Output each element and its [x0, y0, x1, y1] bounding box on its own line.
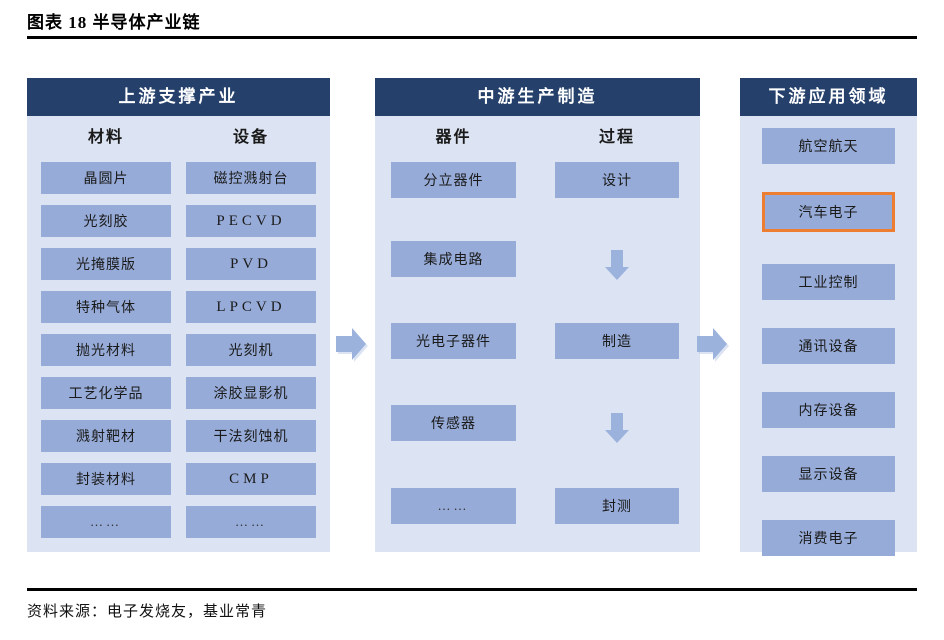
chip-application-automotive[interactable]: 汽车电子: [762, 192, 895, 232]
stage-body-midstream: 器件 分立器件 集成电路 光电子器件 传感器 …… 过程 设计 制造: [375, 116, 700, 552]
connector-midstream-to-downstream: [695, 325, 729, 363]
chip-material-2[interactable]: 光刻胶: [41, 205, 171, 237]
chip-equipment-more[interactable]: ……: [186, 506, 316, 538]
stage-header-upstream: 上游支撑产业: [27, 78, 330, 116]
chip-equipment-2[interactable]: PECVD: [186, 205, 316, 237]
chip-equipment-5[interactable]: 光刻机: [186, 334, 316, 366]
chip-device-2[interactable]: 集成电路: [391, 241, 516, 277]
arrow-down-icon: [605, 250, 629, 280]
chip-device-1[interactable]: 分立器件: [391, 162, 516, 198]
chip-equipment-6[interactable]: 涂胶显影机: [186, 377, 316, 409]
chip-equipment-3[interactable]: PVD: [186, 248, 316, 280]
chip-device-3[interactable]: 光电子器件: [391, 323, 516, 359]
chip-material-8[interactable]: 封装材料: [41, 463, 171, 495]
stage-header-downstream: 下游应用领域: [740, 78, 917, 116]
subcolumn-devices: 器件 分立器件 集成电路 光电子器件 传感器 ……: [391, 116, 516, 552]
chip-material-7[interactable]: 溅射靶材: [41, 420, 171, 452]
arrow-right-icon: [697, 328, 729, 362]
source-note: 资料来源：电子发烧友，基业常青: [27, 604, 268, 620]
chip-process-packaging[interactable]: 封测: [555, 488, 679, 524]
chip-device-more[interactable]: ……: [391, 488, 516, 524]
chip-material-4[interactable]: 特种气体: [41, 291, 171, 323]
chip-equipment-7[interactable]: 干法刻蚀机: [186, 420, 316, 452]
chip-material-1[interactable]: 晶圆片: [41, 162, 171, 194]
page-title: 图表 18 半导体产业链: [27, 13, 201, 32]
stage-body-downstream: 航空航天 汽车电子 工业控制 通讯设备 内存设备 显示设备 消费电子: [740, 116, 917, 556]
chip-application-industrial[interactable]: 工业控制: [762, 264, 895, 300]
chip-application-memory[interactable]: 内存设备: [762, 392, 895, 428]
chip-equipment-8[interactable]: CMP: [186, 463, 316, 495]
chip-process-design[interactable]: 设计: [555, 162, 679, 198]
subcolumn-materials: 材料 晶圆片 光刻胶 光掩膜版 特种气体 抛光材料 工艺化学品 溅射靶材 封装材…: [41, 116, 171, 552]
subcolumn-title-equipment: 设备: [232, 129, 269, 146]
connector-upstream-to-midstream: [334, 325, 368, 363]
chip-application-communication[interactable]: 通讯设备: [762, 328, 895, 364]
subcolumn-title-devices: 器件: [435, 129, 472, 146]
chip-application-consumer[interactable]: 消费电子: [762, 520, 895, 556]
arrow-down-icon: [605, 413, 629, 443]
chip-equipment-1[interactable]: 磁控溅射台: [186, 162, 316, 194]
chip-material-5[interactable]: 抛光材料: [41, 334, 171, 366]
title-divider: [27, 36, 917, 39]
chip-material-3[interactable]: 光掩膜版: [41, 248, 171, 280]
subcolumn-title-process: 过程: [598, 129, 635, 146]
chip-process-manufacture[interactable]: 制造: [555, 323, 679, 359]
chip-device-4[interactable]: 传感器: [391, 405, 516, 441]
flow-arrow-manufacture-to-packaging: [604, 413, 630, 445]
stage-body-upstream: 材料 晶圆片 光刻胶 光掩膜版 特种气体 抛光材料 工艺化学品 溅射靶材 封装材…: [27, 116, 330, 552]
subcolumn-applications: 航空航天 汽车电子 工业控制 通讯设备 内存设备 显示设备 消费电子: [762, 116, 895, 556]
subcolumn-process: 过程 设计 制造 封测: [555, 116, 679, 552]
industry-chain-diagram: 上游支撑产业 材料 晶圆片 光刻胶 光掩膜版 特种气体 抛光材料 工艺化学品 溅…: [27, 78, 917, 556]
subcolumn-title-materials: 材料: [87, 129, 124, 146]
stage-header-midstream: 中游生产制造: [375, 78, 700, 116]
chip-application-display[interactable]: 显示设备: [762, 456, 895, 492]
chip-application-aerospace[interactable]: 航空航天: [762, 128, 895, 164]
chip-material-more[interactable]: ……: [41, 506, 171, 538]
chip-equipment-4[interactable]: LPCVD: [186, 291, 316, 323]
stage-downstream: 下游应用领域 航空航天 汽车电子 工业控制 通讯设备 内存设备 显示设备 消费电…: [740, 78, 917, 556]
subcolumn-equipment: 设备 磁控溅射台 PECVD PVD LPCVD 光刻机 涂胶显影机 干法刻蚀机…: [186, 116, 316, 552]
stage-upstream: 上游支撑产业 材料 晶圆片 光刻胶 光掩膜版 特种气体 抛光材料 工艺化学品 溅…: [27, 78, 330, 552]
footer-divider: [27, 588, 917, 591]
arrow-right-icon: [336, 328, 368, 362]
chip-material-6[interactable]: 工艺化学品: [41, 377, 171, 409]
stage-midstream: 中游生产制造 器件 分立器件 集成电路 光电子器件 传感器 …… 过程 设计: [375, 78, 700, 552]
flow-arrow-design-to-manufacture: [604, 250, 630, 282]
